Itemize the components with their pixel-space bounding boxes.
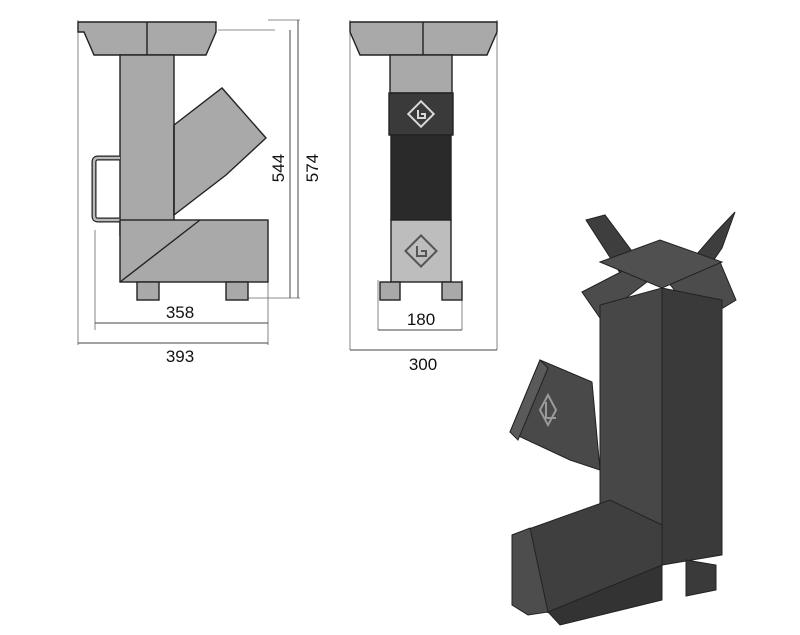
logo-icon-render <box>538 392 558 428</box>
dim-height-inner: 544 <box>269 154 288 182</box>
logo-icon-upper <box>406 99 436 129</box>
side-view: 544 574 358 393 <box>77 19 322 366</box>
front-view: 180 300 <box>349 20 498 374</box>
logo-icon-lower <box>404 234 438 268</box>
dim-height-outer: 574 <box>303 154 322 182</box>
dim-front-inner: 180 <box>407 310 435 329</box>
dim-front-outer: 300 <box>409 355 437 374</box>
dim-width-inner: 358 <box>166 303 194 322</box>
dim-width-outer: 393 <box>166 347 194 366</box>
stove-3d-render <box>509 211 737 626</box>
